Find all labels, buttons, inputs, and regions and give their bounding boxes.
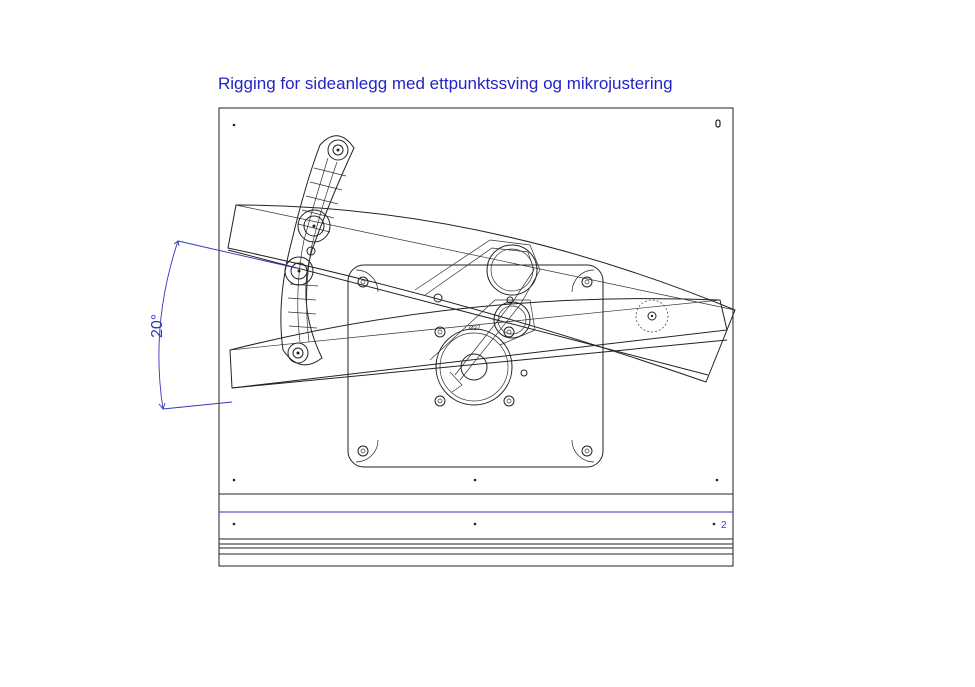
fence-upper	[227, 204, 736, 383]
frame-dots	[232, 123, 719, 526]
router-plate	[347, 264, 604, 468]
table-frame	[218, 107, 734, 567]
swing-arm	[280, 135, 355, 366]
drawing-title: Rigging for sideanlegg med ettpunktssvin…	[218, 74, 673, 93]
angle-dimension: 20°	[149, 240, 297, 410]
dust-port	[635, 299, 669, 333]
index-marker: 2	[219, 511, 733, 531]
corner-marker-icon	[715, 119, 721, 128]
angle-label: 20°	[149, 314, 166, 338]
router-motor	[434, 326, 515, 407]
index-label: 2	[721, 520, 727, 531]
